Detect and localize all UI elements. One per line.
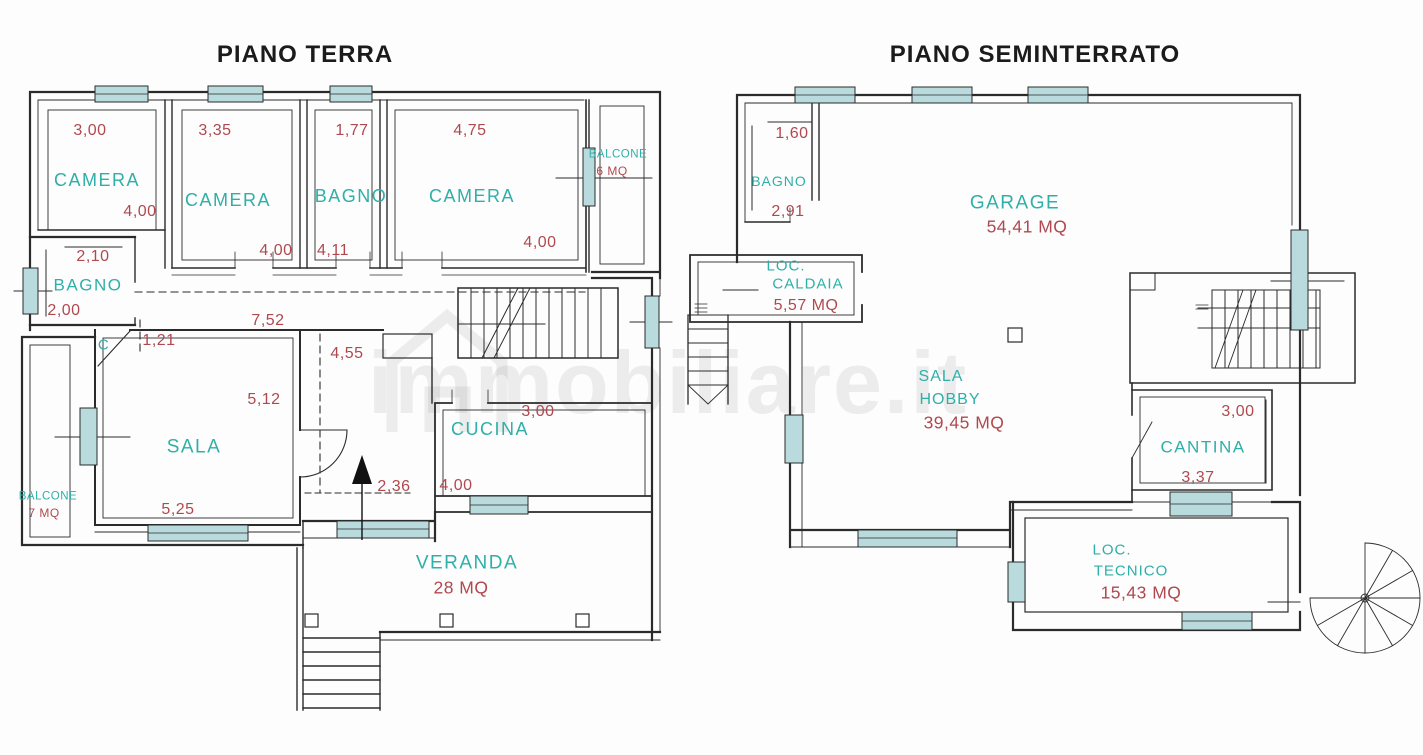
room-label-caldaia-1: LOC. [766,257,806,275]
piano-terra-windows [22,85,660,542]
dim-bagno-sem-width: 1,60 [775,125,809,142]
dim-cantina-height: 3,37 [1181,469,1215,486]
area-veranda: 28 MQ [433,577,489,598]
room-label-balcone7: BALCONE [18,490,78,503]
dim-cucina-height: 4,00 [439,477,473,494]
piano-seminterrato-windows [784,86,1309,631]
watermark-house-icon [386,308,508,432]
room-label-tecnico-2: TECNICO [1093,562,1169,580]
dim-sala-width: 5,25 [161,501,195,518]
dim-ingresso-width: 2,36 [377,478,411,495]
area-balcone7: 7 MQ [28,506,60,520]
watermark-text: immobiliare.it [368,333,969,432]
dim-bagno-top-width: 1,77 [335,122,369,139]
room-label-caldaia-2: CALDAIA [772,275,844,293]
dim-bagno-sem-height: 2,91 [771,203,805,220]
area-tecnico: 15,43 MQ [1100,582,1182,603]
area-sala-hobby: 39,45 MQ [923,412,1005,433]
room-label-camera2: CAMERA [184,190,272,210]
dim-camera2-width: 3,35 [198,122,232,139]
dim-cucina-width: 3,00 [521,403,555,420]
area-balcone6: 6 MQ [596,164,628,178]
dim-camera2-height: 4,00 [259,242,293,259]
room-label-veranda: VERANDA [415,552,519,574]
dim-camera3-width: 4,75 [453,122,487,139]
dim-camera3-height: 4,00 [523,234,557,251]
dim-bagno-small-height: 2,00 [47,302,81,319]
spiral-stair-icon [1309,542,1421,654]
dim-bagno-small-width: 2,10 [76,248,110,265]
area-garage: 54,41 MQ [986,216,1068,237]
dim-cantina-width: 3,00 [1221,403,1255,420]
dim-camera1-height: 4,00 [123,203,157,220]
room-label-bagno-sem: BAGNO [751,173,807,189]
dim-bagno-top-height: 4,11 [317,242,349,259]
room-label-camera3: CAMERA [428,186,516,206]
room-label-bagno-top: BAGNO [314,186,388,206]
room-label-camera1: CAMERA [53,170,141,190]
room-label-sala: SALA [166,436,222,458]
dim-ingresso-height: 4,55 [330,345,364,362]
floor-title-seminterrato: PIANO SEMINTERRATO [889,41,1181,68]
floor-title-terra: PIANO TERRA [216,41,394,68]
room-label-cantina: CANTINA [1160,437,1246,457]
dim-corridoio-2: 1,21 [142,332,176,349]
area-caldaia: 5,57 MQ [773,297,839,314]
room-label-garage: GARAGE [969,192,1061,214]
room-label-cucina: CUCINA [450,419,530,439]
dim-sala-height: 5,12 [247,391,281,408]
room-label-balcone6: BALCONE [588,148,648,161]
entry-arrow-icon [352,455,372,540]
piano-seminterrato-window-midlines [795,94,1252,622]
dim-corridoio: 7,52 [251,312,285,329]
dim-camera1-width: 3,00 [73,122,107,139]
room-label-tecnico-1: LOC. [1092,541,1132,559]
piano-seminterrato-linework [687,93,1421,654]
room-label-sala-hobby-1: SALA [918,368,964,385]
room-label-sala-hobby-2: HOBBY [919,391,981,408]
piano-terra-window-midlines [95,93,528,534]
room-label-bagno-small: BAGNO [53,275,123,295]
door-label-c: C [97,336,111,354]
